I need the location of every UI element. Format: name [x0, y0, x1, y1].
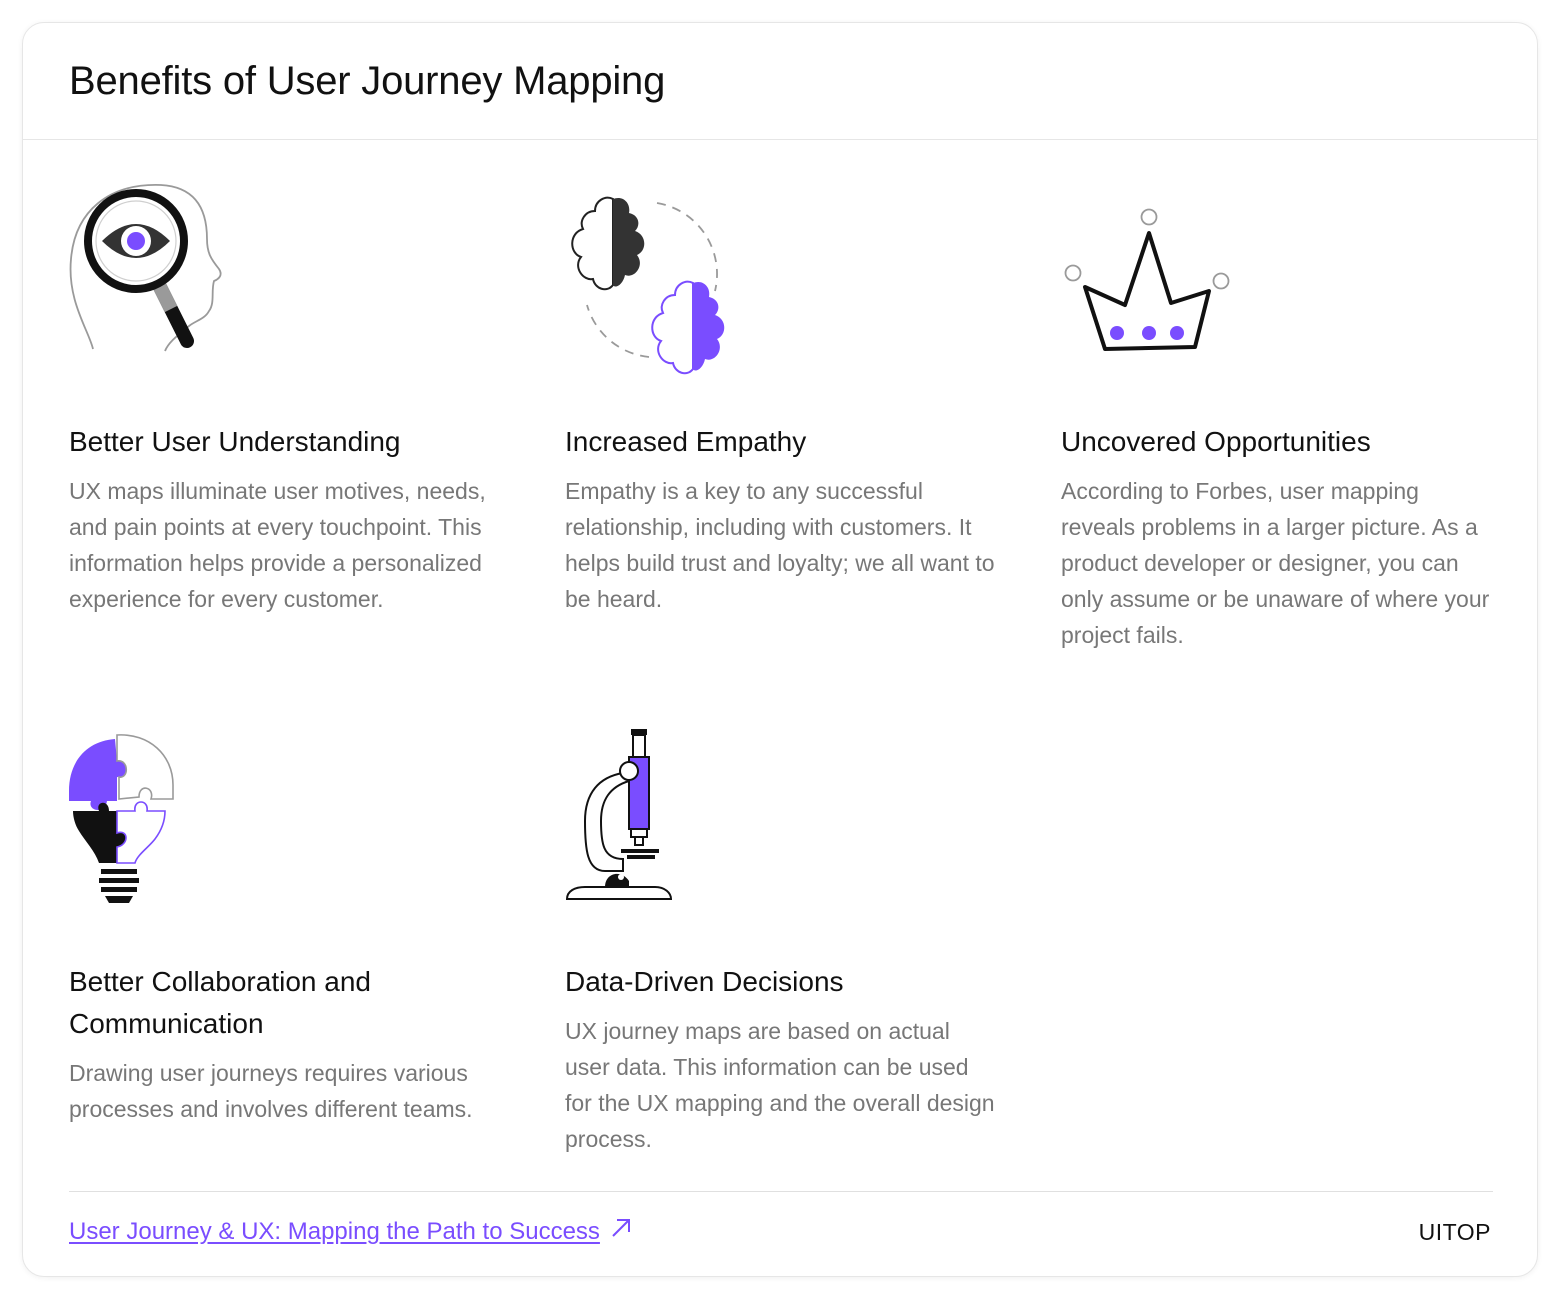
benefits-card: Benefits of User Journey Mapping Better … — [22, 22, 1538, 1277]
item-title: Increased Empathy — [565, 426, 807, 457]
item-title: Uncovered Opportunities — [1061, 426, 1371, 457]
microscope-icon — [565, 721, 765, 921]
article-link-text: User Journey & UX: Mapping the Path to S… — [69, 1218, 600, 1245]
puzzle-lightbulb-icon — [69, 721, 269, 921]
item-title: Data-Driven Decisions — [565, 966, 844, 997]
item-description: According to Forbes, user mapping reveal… — [1061, 478, 1490, 648]
item-description: Drawing user journeys requires various p… — [69, 1060, 473, 1122]
two-brains-icon — [565, 181, 765, 381]
crown-icon — [1061, 181, 1261, 381]
item-title: Better User Understanding — [69, 426, 401, 457]
page-title: Benefits of User Journey Mapping — [69, 59, 666, 103]
item-title: Better Collaboration and Communication — [69, 966, 371, 1039]
footer-divider — [69, 1191, 1493, 1192]
article-link[interactable]: User Journey & UX: Mapping the Path to S… — [69, 1215, 632, 1249]
card-header: Benefits of User Journey Mapping — [23, 23, 1537, 140]
brand-logo: UITOP — [1418, 1219, 1491, 1245]
external-arrow-icon — [610, 1215, 632, 1249]
item-description: Empathy is a key to any successful relat… — [565, 478, 995, 612]
item-description: UX journey maps are based on actual user… — [565, 1018, 995, 1152]
head-magnifier-eye-icon — [69, 181, 269, 381]
item-description: UX maps illuminate user motives, needs, … — [69, 478, 486, 612]
